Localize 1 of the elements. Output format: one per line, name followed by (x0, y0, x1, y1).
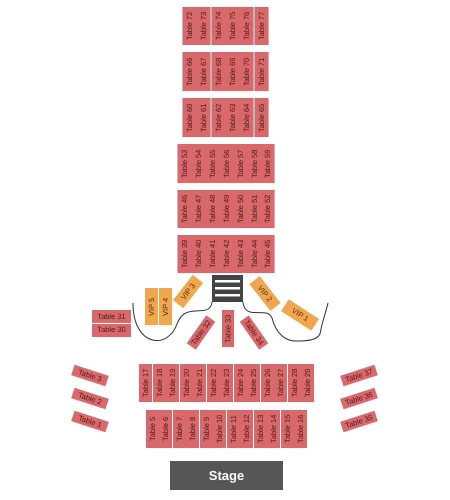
stage: Stage (170, 461, 283, 490)
